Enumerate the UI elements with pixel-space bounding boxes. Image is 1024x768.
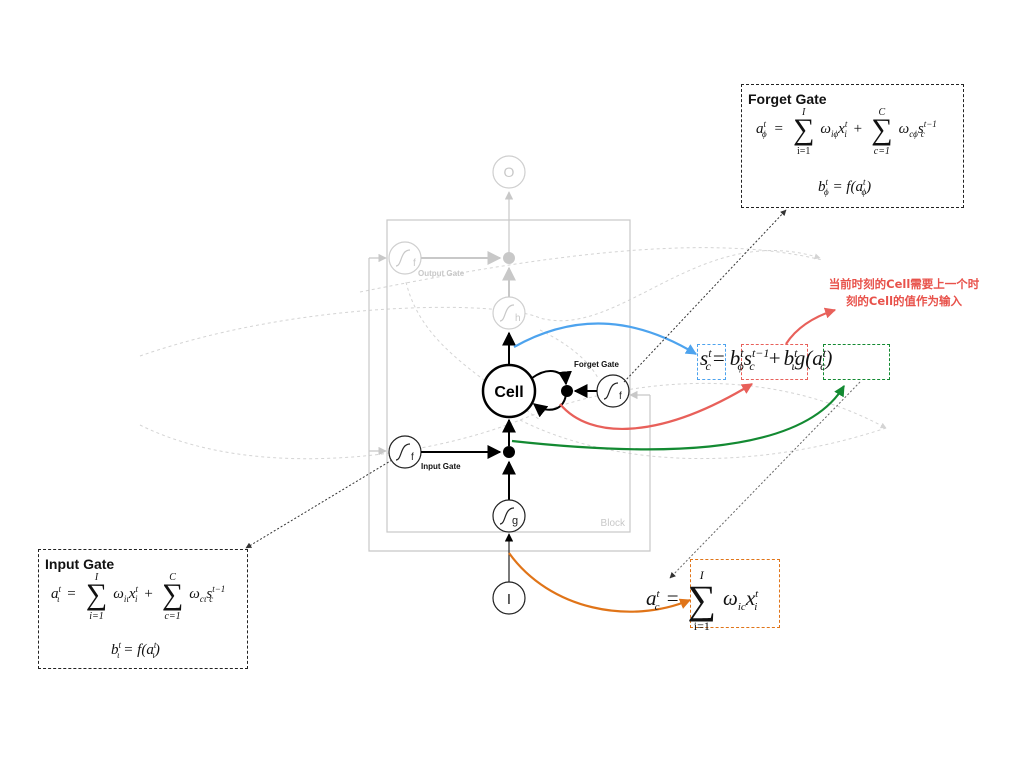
cell-node — [481, 363, 537, 419]
ig-sum2: C∑c=1 — [161, 572, 184, 622]
cell-path — [388, 331, 630, 615]
output-gate-sigmoid-icon — [395, 249, 411, 267]
fg-lhs: atϕ — [756, 119, 767, 140]
forget-gate-label: Forget Gate — [574, 360, 619, 369]
green-arrow-gated-input — [511, 385, 845, 451]
fg-sum1: I∑i=1 — [792, 107, 815, 157]
cell-self-loop-in — [532, 391, 567, 418]
recurrent-curve-upper — [359, 247, 823, 293]
output-multiply-node — [503, 252, 515, 264]
input-node-label: I — [507, 591, 511, 608]
output-node-label: O — [504, 164, 515, 180]
recurrent-curve-lower — [139, 382, 887, 460]
input-gate-sigmoid-icon — [395, 443, 411, 461]
cell-label: Cell — [494, 384, 523, 401]
cell-input-sum-box — [690, 559, 780, 628]
g-squash-sub: g — [512, 515, 518, 527]
g-squash-node — [492, 499, 526, 533]
state-term-gated-box — [823, 344, 890, 380]
input-gate-node — [388, 435, 422, 469]
output-path-faded — [388, 155, 526, 330]
cell-state-equation: stc=btϕst−1c+btιg(atc) — [700, 346, 833, 374]
input-gate-equation-box: Input Gate atι = I∑i=1 ωiιxti + C∑c=1 ωc… — [38, 549, 248, 669]
red-arrow-prev-state — [559, 383, 753, 430]
state-term-prev-box — [741, 344, 808, 380]
forget-gate-node — [596, 374, 630, 408]
leader-input-gate — [245, 459, 393, 549]
output-gate-sub: f — [413, 258, 416, 269]
recurrent-curve-top — [139, 250, 821, 357]
fg-sum2: C∑c=1 — [871, 107, 893, 157]
cell-input-equation: atc = I∑i=1 ωicxti — [646, 568, 759, 633]
leader-forget-gate — [623, 209, 787, 383]
forget-gate-sub: f — [619, 391, 622, 402]
recurrent-to-output-gate — [405, 281, 541, 421]
red-arrow-annotation — [785, 307, 837, 345]
annotation-note: 当前时刻的Cell需要上一个时 刻的Cell的值作为输入 — [818, 276, 990, 310]
annotation-line-1: 当前时刻的Cell需要上一个时 — [828, 277, 980, 291]
state-term-lhs-box — [697, 344, 726, 380]
cell-self-loop-out — [531, 370, 572, 386]
input-gate-title: Input Gate — [45, 556, 115, 572]
cell-input-sum: I∑i=1 — [687, 568, 717, 633]
input-multiply-node — [503, 446, 515, 458]
forget-multiply-node — [561, 385, 573, 397]
input-gate-sub: f — [411, 452, 414, 463]
output-node — [492, 155, 526, 189]
input-gate-label: Input Gate — [421, 462, 461, 471]
output-gate-label: Output Gate — [418, 269, 465, 278]
annotation-line-2: 刻的Cell的值作为输入 — [845, 294, 963, 308]
forget-gate-title: Forget Gate — [748, 91, 827, 107]
forget-gate-sigmoid-icon — [603, 382, 619, 400]
recurrent-curve-mid — [519, 419, 887, 459]
input-node — [492, 581, 526, 615]
output-gate-node — [388, 241, 422, 275]
input-gate-activation-equation: atι = I∑i=1 ωiιxti + C∑c=1 ωcιst−1c — [51, 572, 226, 622]
g-squash-sigmoid-icon — [499, 507, 515, 525]
blue-arrow-cell-to-state — [513, 322, 697, 355]
forget-gate-output-equation: btϕ = f(atϕ) — [818, 177, 872, 197]
h-squash-sigmoid-icon — [499, 304, 515, 322]
leader-cell-input — [669, 381, 861, 579]
forget-gate-equation-box: Forget Gate atϕ = I∑i=1 ωiϕxti + C∑c=1 ω… — [741, 84, 964, 208]
input-gate-output-equation: btι = f(atι) — [111, 640, 160, 660]
ig-sum1: I∑i=1 — [85, 572, 108, 622]
block-label: Block — [601, 518, 626, 529]
orange-arrow-net-input — [508, 552, 692, 613]
h-squash-sub: h — [515, 313, 521, 324]
forget-gate-activation-equation: atϕ = I∑i=1 ωiϕxti + C∑c=1 ωcϕst−1c — [756, 107, 937, 157]
